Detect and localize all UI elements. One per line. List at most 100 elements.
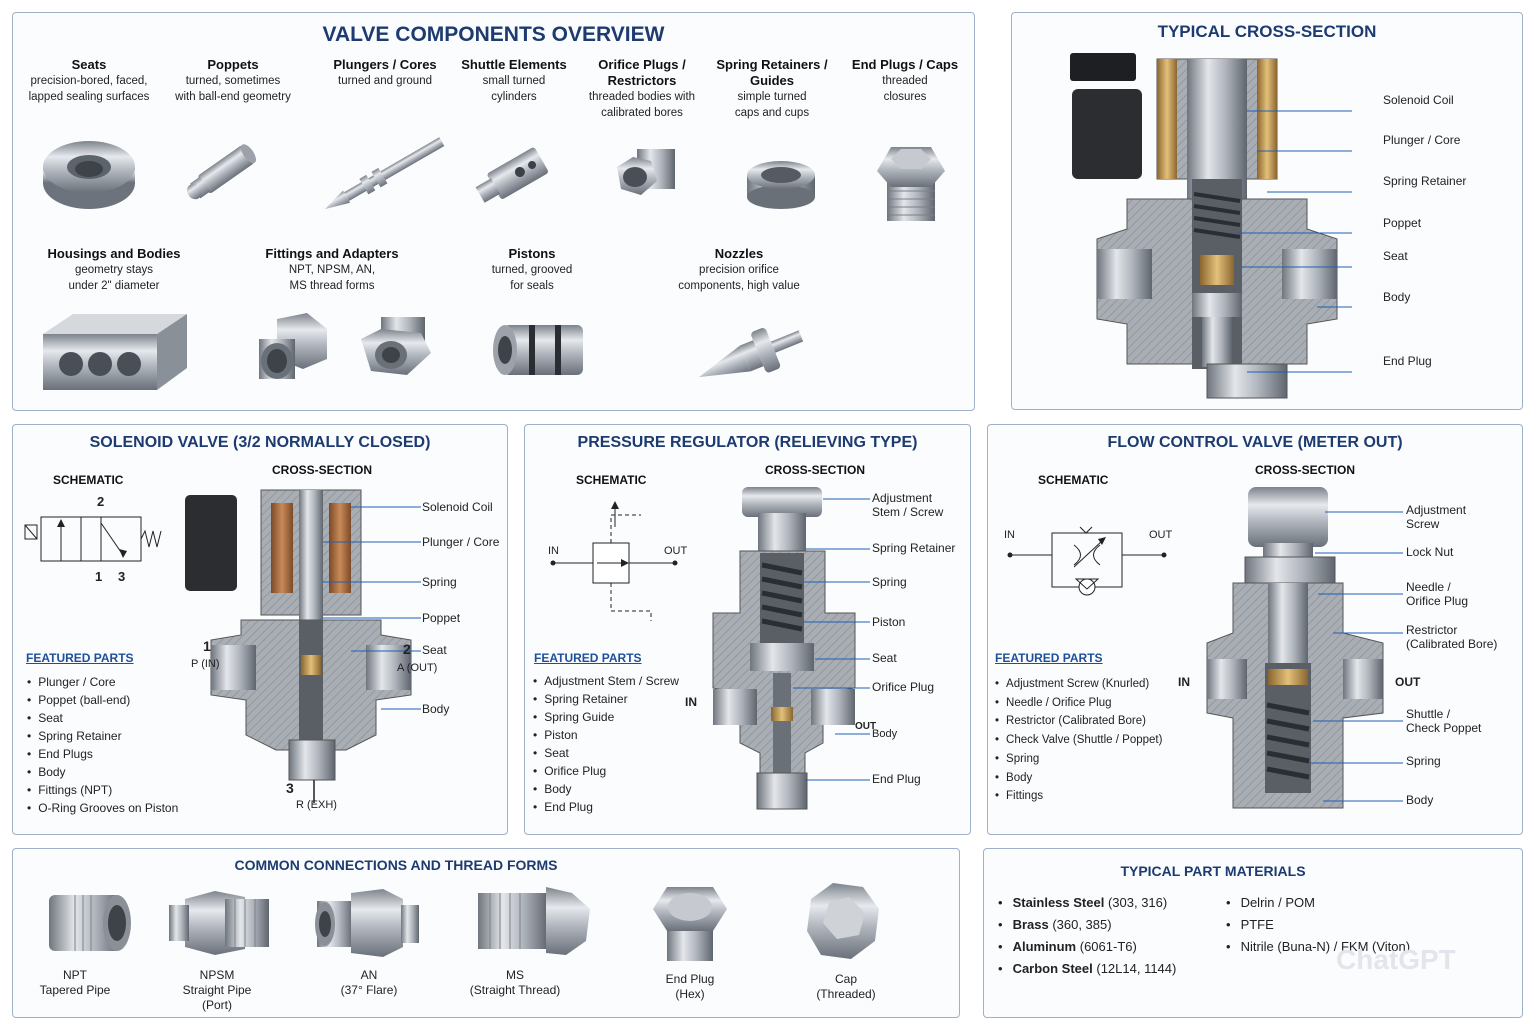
- connection-name: End Plug: [665, 972, 715, 986]
- component-desc: closures: [883, 91, 927, 103]
- material-name: Aluminum: [1012, 939, 1077, 954]
- component-desc: simple turned: [737, 91, 807, 103]
- flow-schematic-header: SCHEMATIC: [1038, 473, 1109, 487]
- material-name: Stainless Steel: [1012, 895, 1105, 910]
- flow-label-lock-nut: Lock Nut: [1406, 545, 1454, 559]
- solenoid-r-exh: R (EXH): [296, 799, 337, 811]
- connections-panel: COMMON CONNECTIONS AND THREAD FORMS NPT …: [12, 848, 960, 1018]
- flow-label-adjustment: Adjustment Screw: [1406, 503, 1466, 531]
- flow-label-restrictor-1: Restrictor: [1406, 623, 1458, 637]
- component-desc: turned, grooved: [491, 264, 573, 276]
- typical-label-poppet: Poppet: [1383, 216, 1422, 230]
- regulator-cross-section: [712, 487, 870, 810]
- typical-label-body: Body: [1383, 290, 1411, 304]
- component-desc: threaded: [882, 75, 928, 87]
- adapter-image: [361, 317, 431, 375]
- flow-label-shuttle-1: Shuttle /: [1406, 707, 1451, 721]
- flow-featured-list: Adjustment Screw (Knurled) Needle / Orif…: [995, 675, 1162, 806]
- featured-item: Seat: [533, 744, 679, 762]
- regulator-title-main: PRESSURE REGULATOR: [577, 434, 770, 451]
- flow-label-needle-2: Orifice Plug: [1406, 594, 1469, 608]
- regulator-title-sub: (RELIEVING TYPE): [774, 434, 918, 451]
- component-desc: precision orifice: [699, 264, 779, 276]
- solenoid-cross-header: CROSS-SECTION: [272, 463, 373, 477]
- solenoid-label-spring: Spring: [422, 575, 457, 589]
- featured-item: Spring: [995, 750, 1162, 769]
- end-plug-image: [877, 147, 945, 221]
- component-desc: small turned: [482, 75, 546, 87]
- overview-panel: VALVE COMPONENTS OVERVIEW Seats precisio…: [12, 12, 975, 411]
- solenoid-title-main: SOLENOID VALVE: [89, 434, 229, 451]
- regulator-schematic-in: IN: [548, 545, 559, 557]
- connection-name: AN: [360, 968, 378, 982]
- solenoid-label-poppet: Poppet: [422, 611, 461, 625]
- component-desc: under 2" diameter: [68, 280, 160, 292]
- materials-left-list: Stainless Steel (303, 316) Brass (360, 3…: [998, 892, 1177, 980]
- component-desc: MS thread forms: [289, 280, 375, 292]
- housing-image: [43, 314, 187, 390]
- solenoid-title-sub: (3/2 NORMALLY CLOSED): [233, 434, 431, 451]
- typical-label-plunger: Plunger / Core: [1383, 133, 1461, 147]
- connection-desc: (Hex): [675, 987, 705, 1001]
- featured-item: Spring Guide: [533, 708, 679, 726]
- typical-cross-section: [1070, 53, 1352, 399]
- materials-title: TYPICAL PART MATERIALS: [1120, 863, 1306, 879]
- typical-panel: TYPICAL CROSS-SECTION Sole: [1011, 12, 1523, 410]
- component-name: Spring Retainers /: [716, 57, 828, 72]
- component-desc: with ball-end geometry: [175, 91, 291, 103]
- flow-cross-header: CROSS-SECTION: [1255, 463, 1356, 477]
- typical-label-seat: Seat: [1383, 249, 1408, 263]
- solenoid-p-in: P (IN): [191, 658, 220, 670]
- component-desc: caps and cups: [734, 107, 810, 119]
- solenoid-label-coil: Solenoid Coil: [422, 500, 493, 514]
- npt-image: [49, 895, 131, 951]
- regulator-label-adjustment-1: Adjustment: [872, 491, 933, 505]
- flow-sec-out: OUT: [1395, 675, 1421, 689]
- material-grade: (303, 316): [1104, 895, 1168, 910]
- connection-end-plug: End Plug (Hex): [630, 972, 750, 1002]
- material-grade: (360, 385): [1048, 917, 1112, 932]
- seat-image: [43, 141, 135, 209]
- material-item: Nitrile (Buna-N) / FKM (Viton): [1226, 936, 1411, 958]
- component-seats: Seats precision-bored, faced, lapped sea…: [19, 57, 159, 105]
- connection-name: NPT: [63, 968, 87, 982]
- connection-npsm: NPSM Straight Pipe (Port): [157, 968, 277, 1013]
- component-name: Poppets: [207, 57, 259, 72]
- flow-label-shuttle-2: Check Poppet: [1406, 721, 1482, 735]
- poppet-image: [187, 144, 257, 200]
- component-orifice: Orifice Plugs / Restrictors threaded bod…: [572, 57, 712, 121]
- regulator-label-orifice-plug: Orifice Plug: [872, 680, 935, 694]
- regulator-label-end-plug: End Plug: [872, 772, 921, 786]
- flow-label-adjustment-2: Screw: [1406, 517, 1440, 531]
- material-grade: (6061-T6): [1076, 939, 1137, 954]
- featured-item: Restrictor (Calibrated Bore): [995, 712, 1162, 731]
- flow-panel: FLOW CONTROL VALVE (METER OUT) SCHEMATIC…: [987, 424, 1523, 835]
- featured-item: Body: [995, 769, 1162, 788]
- cap-image: [807, 883, 879, 959]
- flow-label-spring: Spring: [1406, 754, 1441, 768]
- connection-an: AN (37° Flare): [309, 968, 429, 998]
- an-image: [315, 889, 419, 957]
- flow-title: FLOW CONTROL VALVE (METER OUT): [988, 434, 1522, 452]
- regulator-schematic-out: OUT: [664, 545, 688, 557]
- solenoid-p-in-num: 1: [203, 638, 211, 654]
- connection-desc: Tapered Pipe: [39, 983, 111, 997]
- featured-item: Adjustment Stem / Screw: [533, 672, 679, 690]
- flow-label-needle: Needle / Orifice Plug: [1406, 580, 1468, 608]
- featured-item: Poppet (ball-end): [27, 691, 178, 709]
- featured-item: O-Ring Grooves on Piston: [27, 799, 178, 817]
- component-fittings: Fittings and Adapters NPT, NPSM, AN, MS …: [262, 246, 402, 294]
- connection-desc: (Straight Thread): [469, 983, 561, 997]
- plunger-image: [324, 137, 445, 210]
- component-name: Shuttle Elements: [461, 57, 567, 72]
- regulator-label-body: Body: [872, 728, 898, 740]
- featured-item: Needle / Orifice Plug: [995, 694, 1162, 713]
- piston-image: [493, 325, 583, 375]
- materials-right-list: Delrin / POM PTFE Nitrile (Buna-N) / FKM…: [1226, 892, 1411, 958]
- component-desc: calibrated bores: [601, 107, 683, 119]
- solenoid-panel: SOLENOID VALVE (3/2 NORMALLY CLOSED) SCH…: [12, 424, 508, 835]
- regulator-label-adjustment-2: Stem / Screw: [872, 505, 944, 519]
- component-desc: turned, sometimes: [185, 75, 281, 87]
- regulator-label-spring-retainer: Spring Retainer: [872, 541, 956, 555]
- material-name: Brass: [1012, 917, 1049, 932]
